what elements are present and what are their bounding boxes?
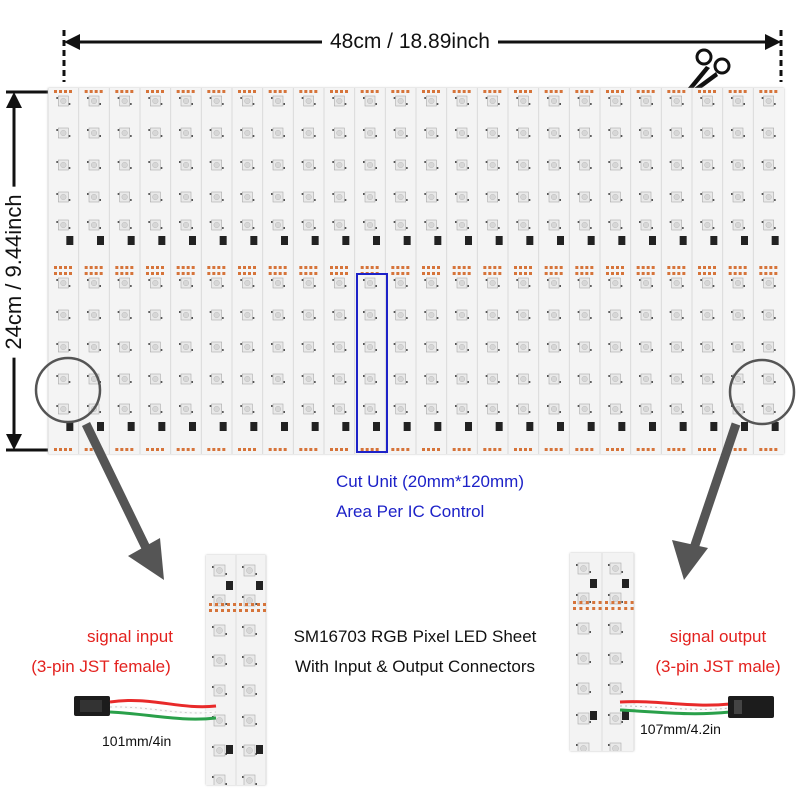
input-wire-length: 101mm/4in xyxy=(102,733,172,749)
product-title: SM16703 RGB Pixel LED Sheet xyxy=(293,627,537,646)
signal-output-label: signal output xyxy=(669,627,767,646)
input-strip-photo xyxy=(206,555,267,787)
signal-input-connector-label: (3-pin JST female) xyxy=(31,657,171,676)
signal-input-label: signal input xyxy=(86,627,173,646)
cut-unit-caption: Cut Unit (20mm*120mm) xyxy=(336,472,524,491)
cut-unit-highlight xyxy=(356,273,388,453)
signal-output-connector-label: (3-pin JST male) xyxy=(655,657,781,676)
output-wire-length: 107mm/4.2in xyxy=(640,721,721,737)
ic-control-caption: Area Per IC Control xyxy=(336,502,485,521)
width-label: 48cm / 18.89inch xyxy=(322,31,498,52)
product-subtitle: With Input & Output Connectors xyxy=(294,657,535,676)
